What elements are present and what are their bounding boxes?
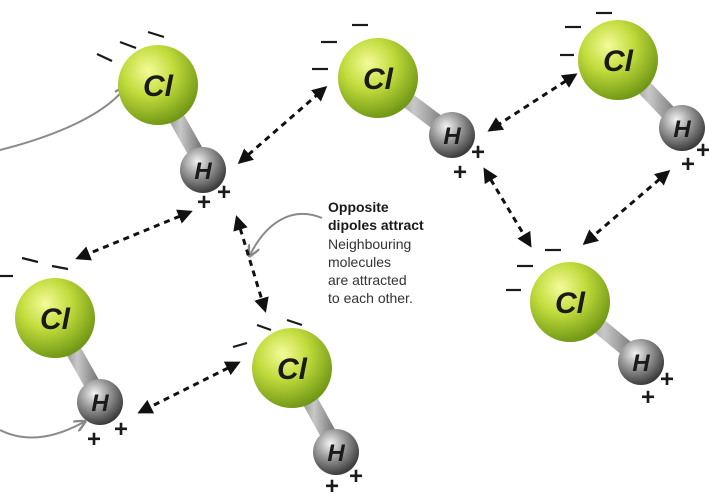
- chlorine-atom: [252, 328, 332, 408]
- hydrogen-atom: [77, 379, 123, 425]
- pointer-curve-annotation: [250, 213, 323, 255]
- hydrogen-label: H: [673, 116, 691, 143]
- chlorine-atom: [15, 278, 95, 358]
- hcl-molecule-3: Cl H + +: [560, 11, 709, 178]
- hydrogen-label: H: [443, 123, 461, 150]
- attraction-arrow-7: [582, 170, 671, 245]
- positive-sign: +: [471, 139, 485, 166]
- positive-sign: +: [660, 366, 674, 393]
- positive-sign: +: [349, 463, 363, 490]
- positive-sign: +: [197, 189, 211, 216]
- attraction-arrow-3: [233, 215, 269, 313]
- hydrogen-atom: [659, 105, 705, 151]
- hydrogen-atom: [618, 339, 664, 385]
- hcl-molecule-6: Cl H + +: [506, 248, 674, 411]
- dipole-annotation: Opposite dipoles attract Neighbouring mo…: [328, 199, 424, 306]
- chlorine-label: Cl: [363, 63, 394, 96]
- chlorine-atom: [578, 20, 658, 100]
- positive-sign: +: [325, 473, 339, 497]
- annotation-title-line2: dipoles attract: [328, 217, 424, 233]
- positive-sign: +: [641, 384, 655, 411]
- attraction-arrow-4: [137, 361, 241, 414]
- hydrogen-label: H: [194, 158, 212, 185]
- chlorine-label: Cl: [277, 353, 308, 386]
- hcl-molecule-2: Cl H + +: [312, 23, 485, 186]
- hydrogen-label: H: [91, 390, 109, 417]
- annotation-body-line3: are attracted: [328, 272, 407, 288]
- attraction-arrow-2: [75, 209, 193, 261]
- hcl-molecule-4: Cl H + +: [0, 256, 128, 453]
- hcl-molecule-5: Cl H + +: [232, 318, 363, 497]
- positive-sign: +: [681, 151, 695, 178]
- attraction-arrow-1: [237, 86, 328, 164]
- pointer-curve-top-left: [0, 88, 125, 151]
- positive-sign: +: [87, 426, 101, 453]
- chlorine-atom: [530, 262, 610, 342]
- chlorine-atom: [118, 45, 198, 125]
- chlorine-label: Cl: [40, 303, 71, 336]
- positive-sign: +: [114, 416, 128, 443]
- positive-sign: +: [453, 159, 467, 186]
- annotation-title-line1: Opposite: [328, 199, 389, 215]
- chlorine-label: Cl: [555, 287, 586, 320]
- hydrogen-atom: [429, 112, 475, 158]
- hydrogen-label: H: [632, 350, 650, 377]
- chlorine-label: Cl: [603, 45, 634, 78]
- chlorine-atom: [338, 38, 418, 118]
- positive-sign: +: [217, 179, 231, 206]
- attraction-arrow-5: [487, 73, 578, 132]
- annotation-body-line4: to each other.: [328, 290, 413, 306]
- positive-sign: +: [696, 137, 709, 164]
- attraction-arrow-6: [483, 167, 532, 248]
- annotation-body-line1: Neighbouring: [328, 236, 411, 252]
- hcl-molecule-1: Cl H + +: [96, 30, 231, 216]
- hydrogen-atom: [313, 429, 359, 475]
- hydrogen-atom: [180, 147, 226, 193]
- chlorine-label: Cl: [143, 70, 174, 103]
- pointer-curve-bottom-left: [0, 422, 84, 439]
- hydrogen-label: H: [327, 440, 345, 467]
- annotation-body-line2: molecules: [328, 254, 391, 270]
